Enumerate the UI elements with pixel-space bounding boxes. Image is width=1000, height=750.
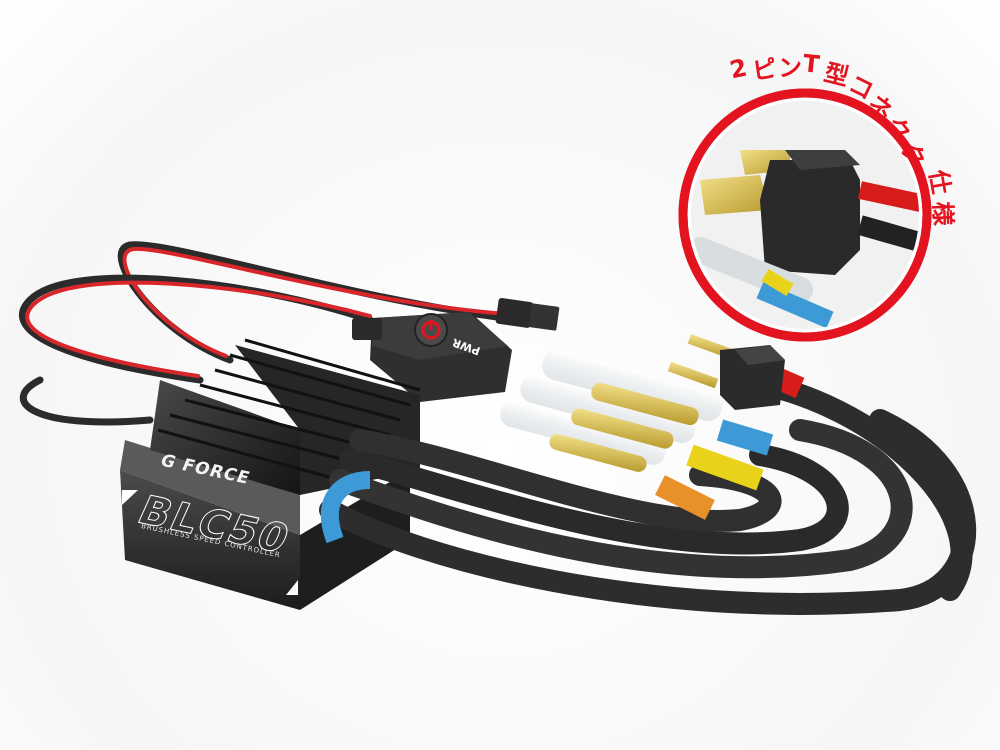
power-switch bbox=[352, 312, 512, 402]
motor-wires bbox=[319, 369, 977, 615]
callout-char: T bbox=[801, 49, 821, 79]
callout-circle bbox=[678, 88, 932, 342]
callout-char: ン bbox=[777, 53, 803, 83]
callout-char: 様 bbox=[928, 201, 957, 227]
t-connector bbox=[667, 334, 785, 410]
receiver-lead bbox=[19, 241, 524, 426]
callout-char: ピ bbox=[750, 54, 779, 86]
receiver-plug bbox=[495, 298, 560, 331]
wire-sleeves bbox=[321, 364, 805, 544]
bullet-connectors bbox=[500, 350, 723, 472]
